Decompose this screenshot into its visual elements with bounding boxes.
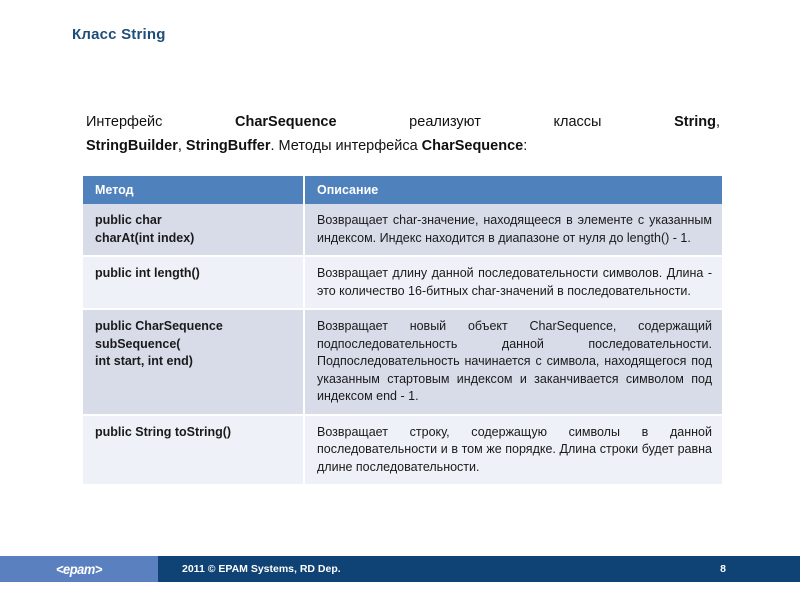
column-header-method: Метод: [83, 176, 305, 204]
intro-line-2: StringBuilder, StringBuffer. Методы инте…: [86, 134, 720, 158]
intro-text: ,: [177, 138, 186, 154]
cell-method-signature: public int length(): [83, 256, 305, 310]
table-row: public int length()Возвращает длину данн…: [83, 256, 722, 310]
cell-method-description: Возвращает строку, содержащую символы в …: [304, 414, 722, 484]
footer-copyright: 2011 © EPAM Systems, RD Dep.: [182, 563, 341, 575]
column-header-description: Описание: [304, 176, 722, 204]
cell-method-description: Возвращает длину данной последовательнос…: [304, 256, 722, 310]
intro-line-1: Интерфейс CharSequence реализуют классы …: [86, 110, 720, 134]
intro-bold-term: CharSequence: [421, 138, 524, 154]
cell-method-signature: public CharSequence subSequence( int sta…: [83, 309, 305, 416]
intro-bold-term: StringBuffer: [185, 138, 271, 154]
page-title: Класс String: [72, 26, 166, 43]
methods-table: Метод Описание public char charAt(int in…: [83, 176, 722, 484]
epam-logo: <epam>: [56, 561, 102, 577]
table-body: public char charAt(int index)Возвращает …: [83, 204, 722, 484]
intro-text: ,: [715, 114, 720, 130]
intro-text: :: [523, 138, 528, 154]
intro-bold-term: StringBuilder: [86, 138, 178, 154]
intro-bold-term: CharSequence: [235, 114, 337, 130]
intro-text: Интерфейс: [86, 114, 236, 130]
cell-method-signature: public char charAt(int index): [83, 204, 305, 257]
table-row: public String toString()Возвращает строк…: [83, 414, 722, 484]
cell-method-signature: public String toString(): [83, 414, 305, 484]
intro-text: реализуют классы: [336, 114, 675, 130]
footer-bar: <epam> 2011 © EPAM Systems, RD Dep. 8: [0, 556, 800, 582]
page-number: 8: [720, 563, 726, 575]
intro-text: . Методы интерфейса: [270, 138, 422, 154]
table-row: public CharSequence subSequence( int sta…: [83, 309, 722, 416]
epam-logo-panel: <epam>: [0, 556, 158, 582]
intro-paragraph: Интерфейс CharSequence реализуют классы …: [86, 110, 720, 158]
cell-method-description: Возвращает char-значение, находящееся в …: [304, 204, 722, 257]
cell-method-description: Возвращает новый объект CharSequence, со…: [304, 309, 722, 416]
table-row: public char charAt(int index)Возвращает …: [83, 204, 722, 257]
intro-bold-term: String: [674, 114, 716, 130]
table-header-row: Метод Описание: [83, 176, 722, 204]
